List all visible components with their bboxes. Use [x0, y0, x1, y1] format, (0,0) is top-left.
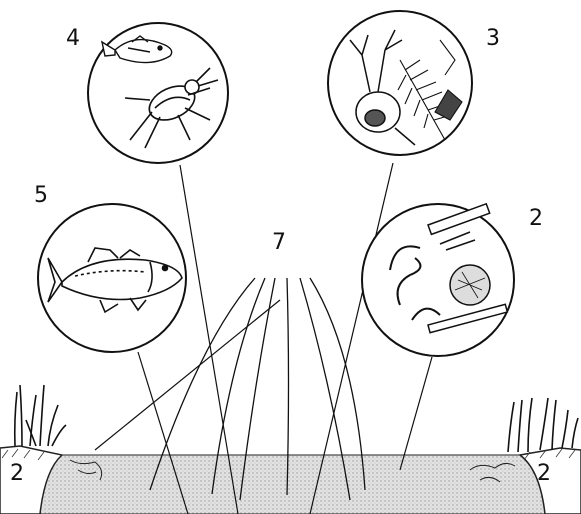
label-2: 2 — [529, 208, 543, 230]
label-5: 5 — [34, 185, 48, 207]
label-2-right-bank: 2 — [537, 463, 551, 485]
label-7: 7 — [272, 232, 286, 254]
label-2-left-bank: 2 — [10, 463, 24, 485]
reed-icon — [15, 385, 66, 446]
circle-plankton-plants — [328, 11, 472, 155]
circle-fish-beetle — [88, 23, 228, 163]
circle-predatory-fish — [38, 204, 186, 352]
label-3: 3 — [486, 28, 500, 50]
algae-ball-icon — [450, 265, 490, 305]
reed-icon — [508, 398, 578, 452]
label-4: 4 — [66, 28, 80, 50]
water-body — [40, 455, 545, 514]
circle-bottom-organisms — [362, 204, 514, 356]
